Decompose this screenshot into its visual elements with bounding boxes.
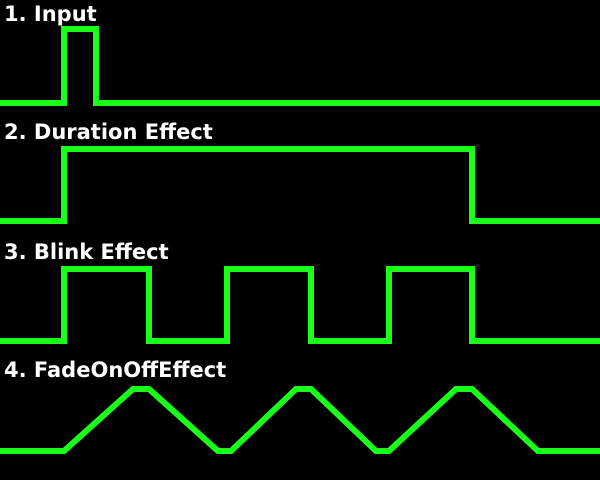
panel-title-fade-on-off-effect: 4. FadeOnOffEffect	[4, 358, 227, 382]
panel-title-blink-effect: 3. Blink Effect	[4, 240, 169, 264]
duration-effect-waveform	[0, 146, 600, 224]
panel-title-input: 1. Input	[4, 2, 97, 26]
fade-on-off-effect-waveform	[0, 386, 600, 454]
panel-title-duration-effect: 2. Duration Effect	[4, 120, 213, 144]
input-pulse-waveform	[0, 26, 600, 106]
blink-effect-waveform	[0, 266, 600, 344]
